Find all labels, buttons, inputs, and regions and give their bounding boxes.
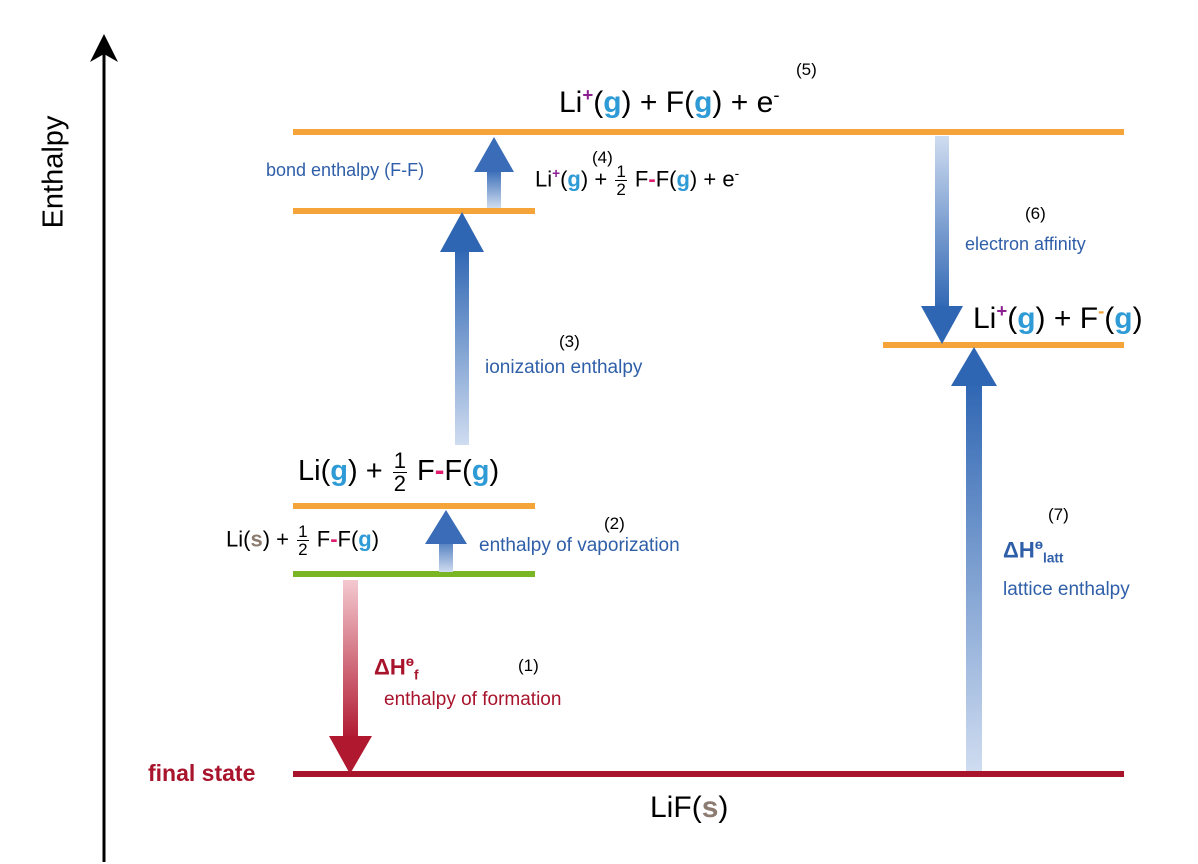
arrow-ionization-shaft — [455, 248, 469, 445]
step-3-label: ionization enthalpy — [485, 357, 643, 378]
step-6-number: (6) — [1025, 204, 1046, 223]
electron-symbol: e — [756, 86, 774, 119]
gas-phase: g — [603, 86, 622, 119]
arrow-bond-enthalpy-shaft — [487, 168, 501, 208]
arrow-lattice-enthalpy-head — [951, 347, 997, 386]
plus-charge: + — [582, 84, 594, 105]
li-symbol: Li — [559, 86, 583, 119]
step-6-label: electron affinity — [965, 234, 1086, 254]
formula-li-plus-f-minus-gas: Li+(g) + F-(g) — [973, 300, 1143, 335]
step-2-label: enthalpy of vaporization — [479, 535, 680, 556]
step-1-label: enthalpy of formation — [384, 689, 562, 710]
formula-li-plus-f-gas-electron: Li+(g) + F(g) + e- — [559, 84, 780, 119]
step-5-number: (5) — [796, 60, 817, 79]
enthalpy-axis-label: Enthalpy — [37, 115, 70, 229]
arrow-ionization-head — [440, 212, 484, 252]
step-1-number: (1) — [518, 656, 539, 675]
step-4-label: bond enthalpy (F-F) — [266, 160, 425, 180]
arrow-electron-affinity-shaft — [935, 136, 949, 310]
arrow-lattice-enthalpy-shaft — [966, 382, 982, 771]
arrow-electron-affinity-head — [921, 306, 963, 344]
step-4-number: (4) — [592, 148, 613, 167]
step-7-label: lattice enthalpy — [1003, 579, 1130, 600]
f-symbol: F — [665, 86, 685, 119]
formula-lif-solid: LiF(s) — [650, 791, 729, 824]
enthalpy-axis-arrowhead — [90, 34, 118, 62]
final-state-label: final state — [148, 760, 256, 786]
delta-h-lattice-symbol: ΔHөlatt — [1003, 537, 1064, 566]
delta-h-formation-symbol: ΔHөf — [374, 654, 419, 683]
arrow-formation-head — [329, 736, 372, 774]
arrow-bond-enthalpy-head — [474, 137, 514, 172]
gas-phase: g — [694, 86, 713, 119]
arrow-vaporization-head — [425, 510, 467, 544]
step-7-number: (7) — [1048, 505, 1069, 524]
step-3-number: (3) — [559, 332, 580, 351]
step-2-number: (2) — [604, 514, 625, 533]
arrow-formation-shaft — [343, 580, 358, 740]
electron-charge: - — [773, 84, 780, 105]
